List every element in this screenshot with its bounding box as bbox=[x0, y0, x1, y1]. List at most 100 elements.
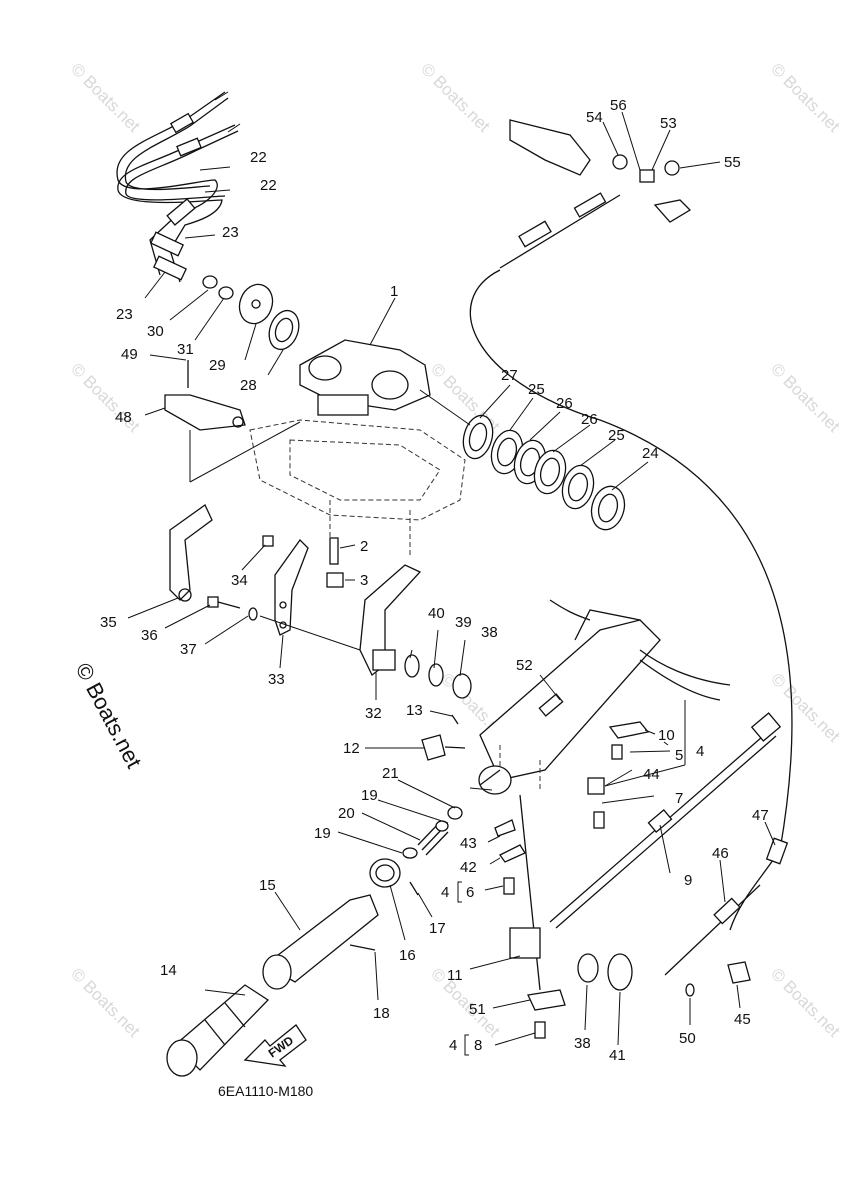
callout-35: 35 bbox=[100, 614, 117, 631]
callout-40: 40 bbox=[428, 605, 445, 622]
callout-50: 50 bbox=[679, 1030, 696, 1047]
callout-9: 9 bbox=[684, 872, 692, 889]
callout-47: 47 bbox=[752, 807, 769, 824]
callout-54: 54 bbox=[586, 109, 603, 126]
callout-53: 53 bbox=[660, 115, 677, 132]
lower-hardware bbox=[494, 819, 751, 1039]
callout-25: 25 bbox=[608, 427, 625, 444]
callout-27: 27 bbox=[501, 367, 518, 384]
spring-washers bbox=[402, 806, 463, 859]
callout-12: 12 bbox=[343, 740, 360, 757]
callout-15: 15 bbox=[259, 877, 276, 894]
friction-knob bbox=[421, 714, 466, 761]
callout-20: 20 bbox=[338, 805, 355, 822]
watermark: © Boats.net bbox=[417, 59, 494, 136]
callout-38: 38 bbox=[574, 1035, 591, 1052]
throttle-handle-14 bbox=[166, 984, 270, 1077]
collar-16 bbox=[369, 858, 419, 896]
callout-14: 14 bbox=[160, 962, 177, 979]
callout-7: 7 bbox=[675, 790, 683, 807]
watermark: © Boats.net bbox=[767, 359, 844, 436]
callout-26: 26 bbox=[556, 395, 573, 412]
shift-rod-9 bbox=[549, 712, 782, 929]
top-right-assembly bbox=[499, 119, 692, 269]
steering-bracket bbox=[299, 339, 431, 416]
callout-39: 39 bbox=[455, 614, 472, 631]
callout-41: 41 bbox=[609, 1047, 626, 1064]
seal-stack bbox=[419, 389, 626, 531]
callout-26: 26 bbox=[581, 411, 598, 428]
callout-55: 55 bbox=[724, 154, 741, 171]
stud-nut bbox=[326, 537, 344, 588]
callout-11: 11 bbox=[447, 967, 463, 984]
watermark: © Boats.net bbox=[767, 669, 844, 746]
watermark: © Boats.net bbox=[67, 359, 144, 436]
callout-4: 4 bbox=[696, 743, 704, 760]
callout-labels: 1 2 3 4 4 4 5 6 7 8 9 10 11 12 13 14 15 … bbox=[100, 97, 769, 1064]
callout-22: 22 bbox=[250, 149, 267, 166]
callout-49: 49 bbox=[121, 346, 138, 363]
handle-shaft bbox=[478, 765, 512, 795]
callout-43: 43 bbox=[460, 835, 477, 852]
callout-8: 8 bbox=[474, 1037, 482, 1054]
callout-19: 19 bbox=[314, 825, 331, 842]
callout-10: 10 bbox=[658, 727, 675, 744]
callout-3: 3 bbox=[360, 572, 368, 589]
callout-36: 36 bbox=[141, 627, 158, 644]
callout-32: 32 bbox=[365, 705, 382, 722]
callout-17: 17 bbox=[429, 920, 446, 937]
bracket-48 bbox=[164, 360, 301, 483]
callout-33: 33 bbox=[268, 671, 285, 688]
watermark: © Boats.net bbox=[67, 59, 144, 136]
callout-44: 44 bbox=[643, 766, 660, 783]
callout-4: 4 bbox=[449, 1037, 457, 1054]
callout-5: 5 bbox=[675, 747, 683, 764]
small-hardware-right bbox=[587, 721, 650, 829]
callout-42: 42 bbox=[460, 859, 477, 876]
throttle-shift-cables bbox=[116, 91, 241, 283]
shift-lever-32 bbox=[359, 564, 422, 677]
group-brackets bbox=[457, 881, 469, 1056]
shift-washers bbox=[202, 275, 300, 351]
callout-37: 37 bbox=[180, 641, 197, 658]
lever-33 bbox=[274, 538, 309, 636]
callout-19: 19 bbox=[361, 787, 378, 804]
diagram-code: 6EA1110-M180 bbox=[218, 1083, 313, 1099]
callout-24: 24 bbox=[642, 445, 659, 462]
callout-48: 48 bbox=[115, 409, 132, 426]
callout-13: 13 bbox=[406, 702, 423, 719]
callout-23: 23 bbox=[116, 306, 133, 323]
watermark: © Boats.net bbox=[767, 964, 844, 1041]
callout-31: 31 bbox=[177, 341, 194, 358]
copyright-text: © Boats.net bbox=[71, 659, 147, 773]
watermark: © Boats.net bbox=[427, 964, 504, 1041]
callout-51: 51 bbox=[469, 1001, 486, 1018]
callout-25: 25 bbox=[528, 381, 545, 398]
callout-34: 34 bbox=[231, 572, 248, 589]
watermark: © Boats.net bbox=[767, 59, 844, 136]
cable-46 bbox=[664, 884, 761, 976]
callout-52: 52 bbox=[516, 657, 533, 674]
watermark: © Boats.net bbox=[67, 964, 144, 1041]
small-bolts bbox=[207, 535, 361, 651]
callout-56: 56 bbox=[610, 97, 627, 114]
cables-at-arm bbox=[549, 599, 731, 701]
washers-38-40 bbox=[404, 654, 472, 699]
callout-2: 2 bbox=[360, 538, 368, 555]
callout-16: 16 bbox=[399, 947, 416, 964]
steering-arm-52 bbox=[479, 609, 661, 991]
callout-6: 6 bbox=[466, 884, 474, 901]
leader-lines bbox=[127, 111, 776, 1046]
callout-29: 29 bbox=[209, 357, 226, 374]
callout-21: 21 bbox=[382, 765, 399, 782]
fwd-arrow: FWD bbox=[243, 1024, 307, 1067]
callout-28: 28 bbox=[240, 377, 257, 394]
swivel-bracket-outline bbox=[249, 419, 466, 555]
callout-46: 46 bbox=[712, 845, 729, 862]
long-cable bbox=[469, 269, 793, 931]
callout-38: 38 bbox=[481, 624, 498, 641]
lever-35 bbox=[169, 504, 213, 602]
callout-1: 1 bbox=[390, 283, 398, 300]
watermark: © Boats.net bbox=[427, 359, 504, 436]
